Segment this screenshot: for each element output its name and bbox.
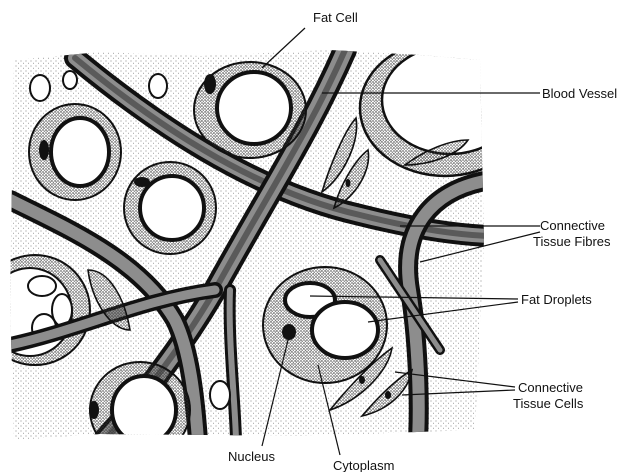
fat-cell-top [194,62,306,158]
nucleus [204,74,216,94]
label-blood-vessel: Blood Vessel [542,86,617,101]
small-droplet [30,75,50,101]
label-fat-droplets: Fat Droplets [521,292,592,307]
fat-cell-upper-left [29,104,121,200]
label-fibres-line1: Connective [540,218,605,233]
label-fat-cell: Fat Cell [313,10,358,25]
small-droplet [149,74,167,98]
label-fibres-line2: Tissue Fibres [533,234,611,249]
fat-droplet [312,302,378,358]
nucleus [39,140,49,160]
small-droplet [63,71,77,89]
nucleus [134,177,150,187]
label-cytoplasm: Cytoplasm [333,458,394,472]
label-cells-line2: Tissue Cells [513,396,584,411]
fat-cell-mid-left [124,162,216,254]
label-cells-line1: Connective [518,380,583,395]
label-nucleus: Nucleus [228,449,275,464]
small-droplet [210,381,230,409]
nucleus [89,401,99,419]
fat-cell-bottom [89,362,190,458]
